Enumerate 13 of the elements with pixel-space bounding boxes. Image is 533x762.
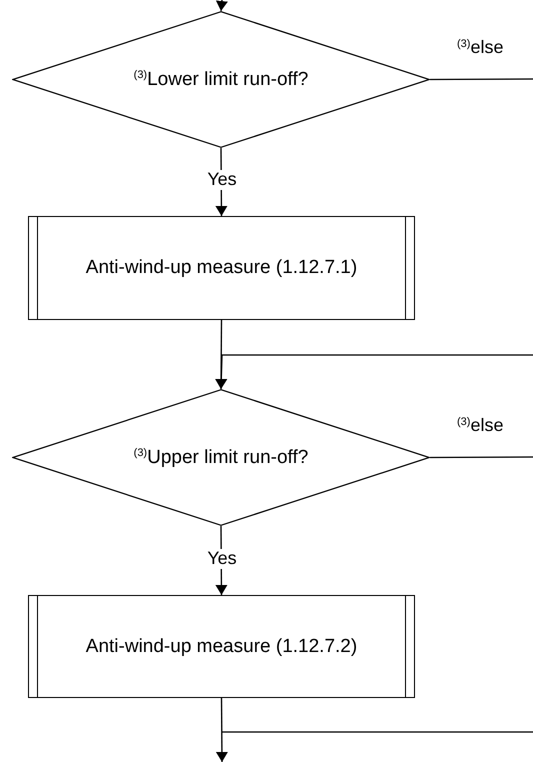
- decision-text: $^{(3)}$Upper limit run-off?: [134, 446, 308, 468]
- process-text: Anti-wind-up measure (1.12.7.1): [86, 257, 358, 279]
- arrow: [216, 0, 228, 12]
- arrow: [216, 698, 228, 762]
- connector-line: [430, 456, 533, 458]
- process-text: Anti-wind-up measure (1.12.7.2): [86, 636, 358, 658]
- predefined-process-box: [28, 595, 415, 698]
- connector-line: [430, 78, 533, 80]
- arrow: [215, 354, 533, 390]
- decision-text: $^{(3)}$Lower limit run-off?: [134, 68, 308, 90]
- predefined-process-box: [28, 216, 415, 320]
- edge-label: Yes: [205, 170, 239, 190]
- edge-label: Yes: [205, 549, 239, 569]
